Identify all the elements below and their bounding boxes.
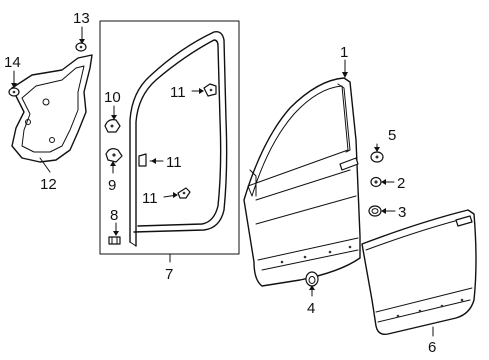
part-13-washer (75, 42, 87, 52)
part-2-nut (370, 176, 382, 188)
part-9-grommet (105, 148, 123, 163)
callout-13: 13 (73, 10, 90, 27)
part-5-washer (370, 151, 384, 163)
callout-1: 1 (340, 44, 348, 61)
part-12-seal-pad (11, 54, 93, 163)
part-7-weatherstrip (129, 30, 228, 247)
part-1-door-shell (243, 77, 361, 287)
part-4-grommet (305, 271, 319, 287)
callout-8: 8 (110, 207, 118, 224)
leader-arrowheads (11, 39, 386, 290)
callout-3: 3 (398, 204, 406, 221)
callout-7: 7 (165, 266, 173, 283)
callout-11-b: 11 (166, 154, 182, 171)
callout-10: 10 (104, 89, 121, 106)
part-8-bolt (108, 236, 121, 245)
callout-11-c: 11 (142, 190, 158, 207)
part-10-clip (104, 119, 121, 133)
callout-14: 14 (4, 54, 21, 71)
callout-6: 6 (428, 339, 436, 356)
callout-5: 5 (388, 127, 396, 144)
callout-2: 2 (397, 175, 405, 192)
part-6-door-skin (361, 209, 477, 336)
part-11-clip-b (138, 153, 147, 167)
part-14-washer (8, 87, 20, 97)
callout-12: 12 (40, 176, 57, 193)
part-3-bolt (368, 205, 382, 217)
callout-4: 4 (307, 300, 315, 317)
part-11-clip-c (177, 187, 191, 199)
callout-11-a: 11 (170, 84, 186, 101)
part-11-clip-a (203, 83, 217, 97)
callout-9: 9 (108, 177, 116, 194)
callout-labels: 1 2 3 4 5 6 7 8 9 10 11 11 11 12 13 14 (4, 10, 436, 356)
